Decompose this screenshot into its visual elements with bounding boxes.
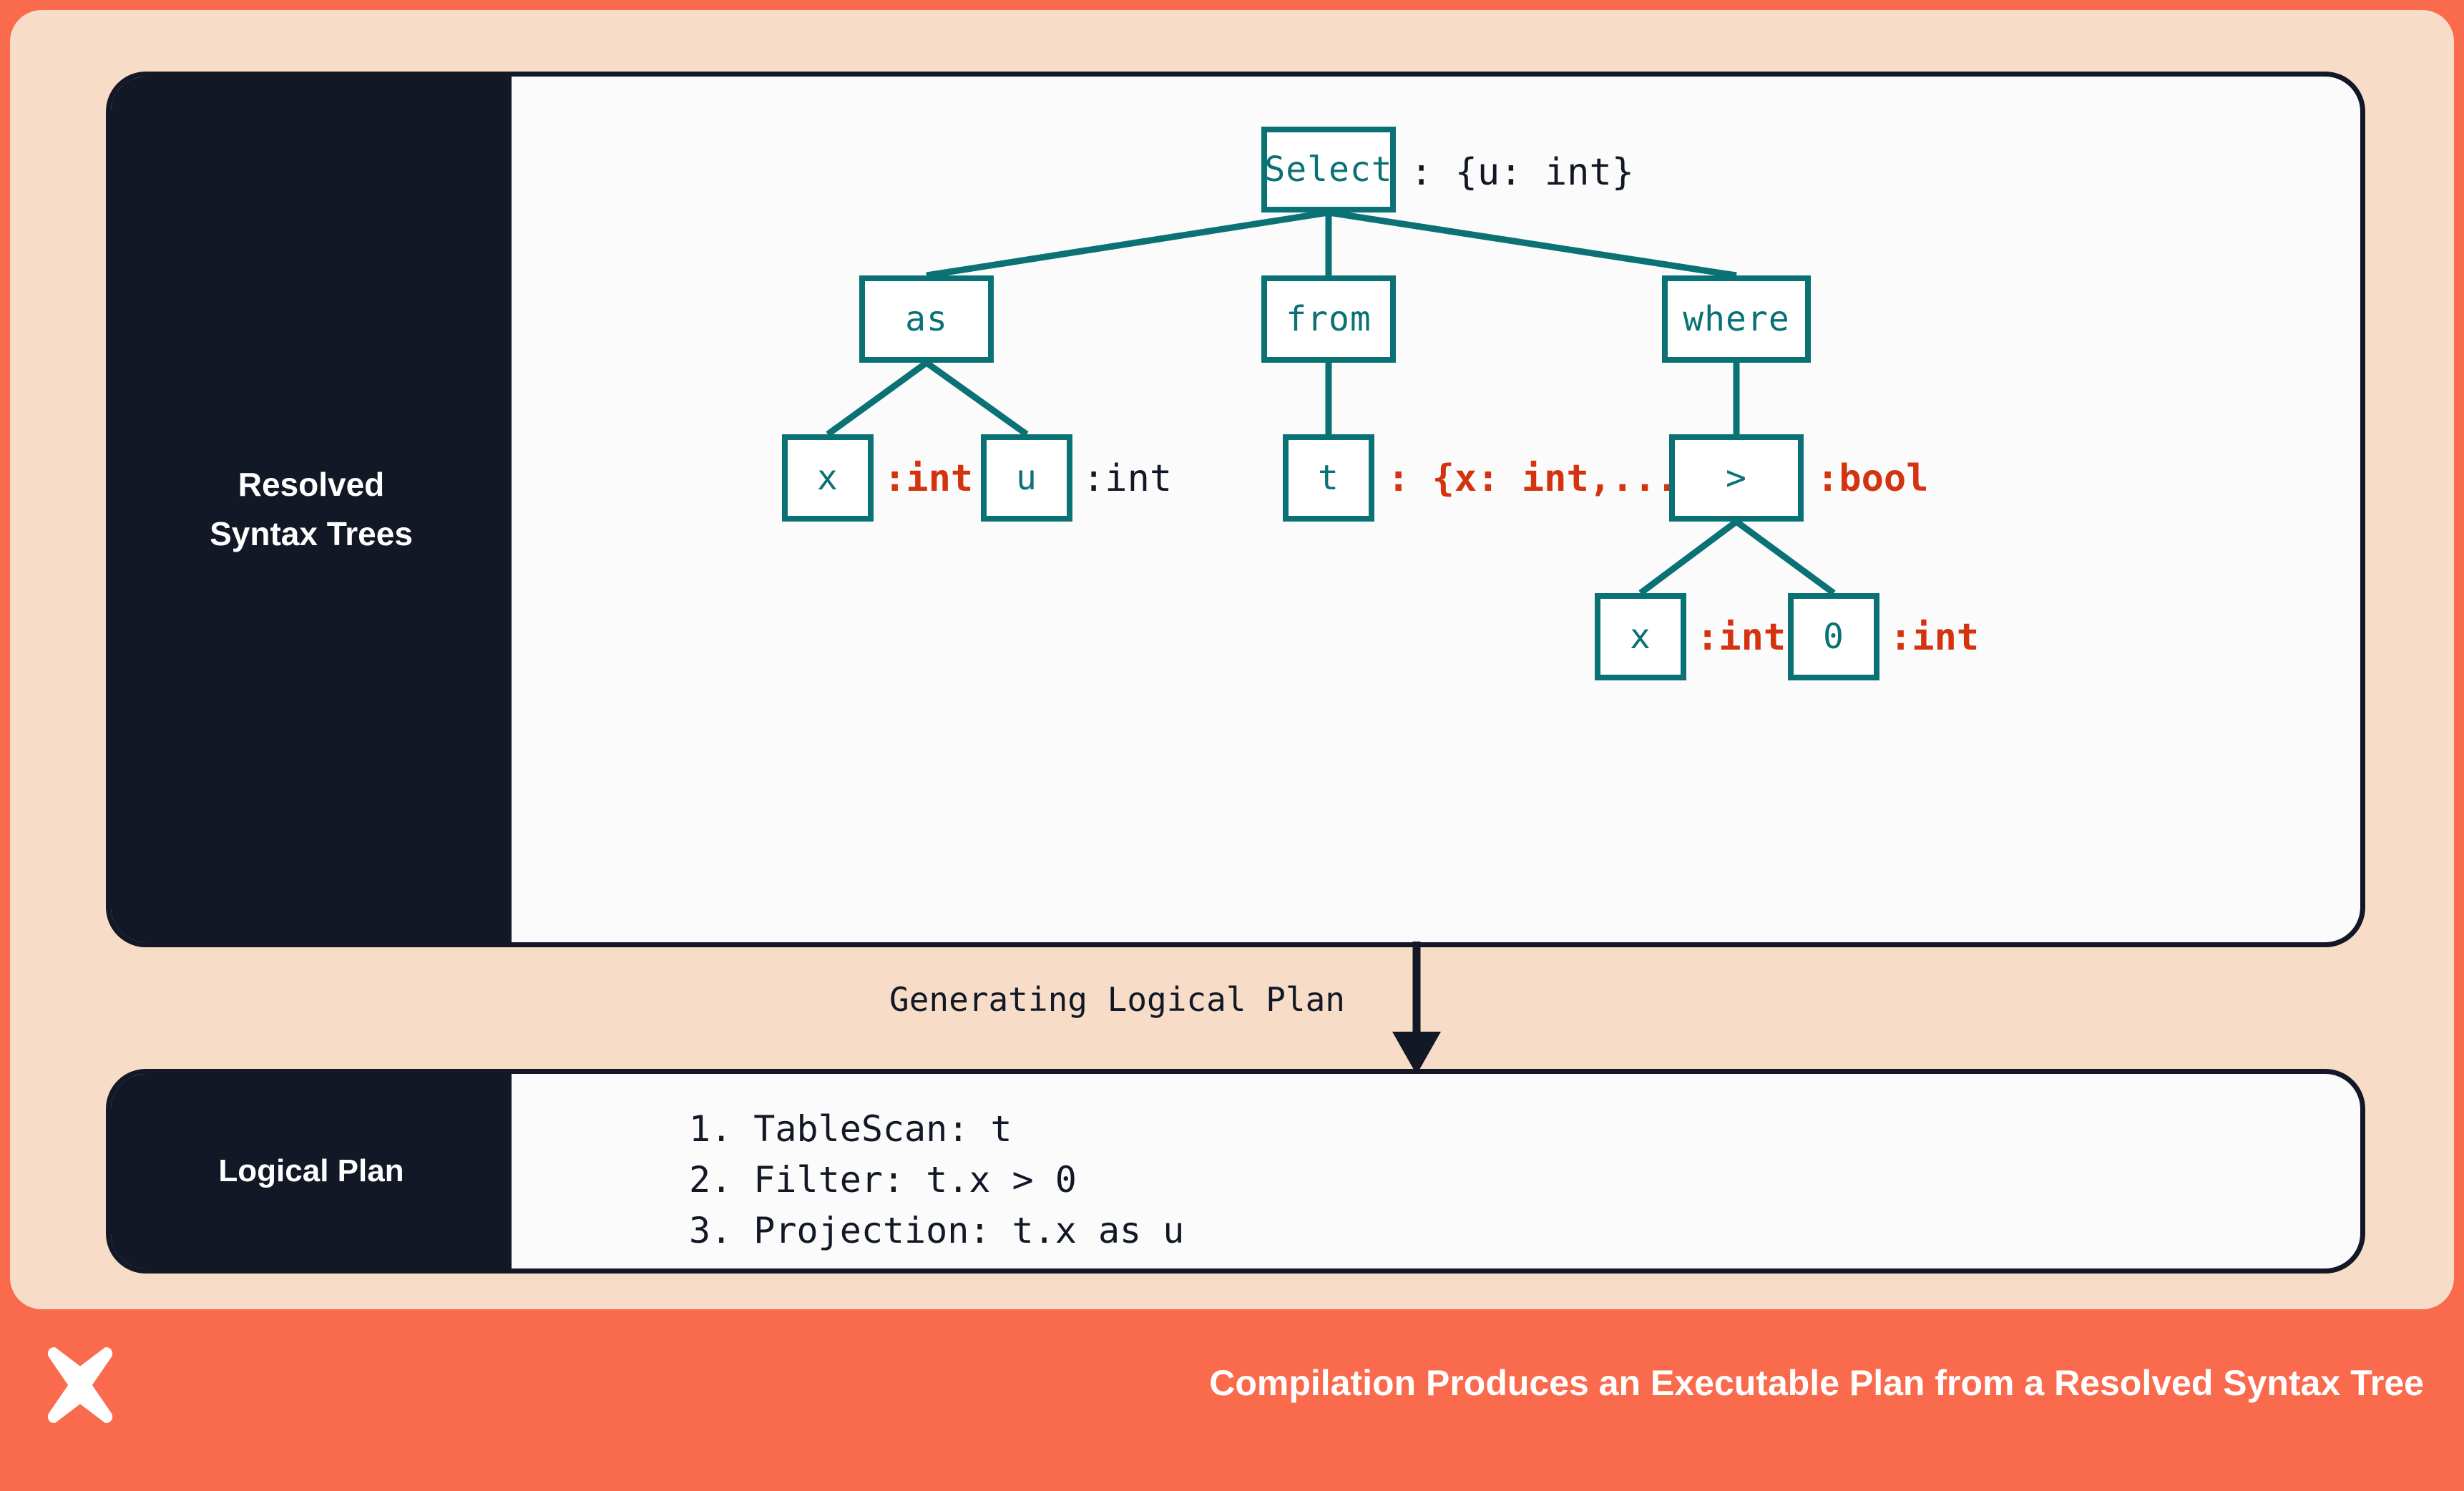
plan-step-3: 3. Projection: t.x as u	[689, 1210, 1185, 1251]
tree-node-from-t-text: t	[1318, 458, 1339, 498]
tree-node-select-text: Select	[1264, 150, 1393, 190]
tree-node-as-text: as	[905, 299, 948, 339]
tree-node-gt-zero-text: 0	[1823, 617, 1844, 657]
connector-label: Generating Logical Plan	[889, 980, 1345, 1019]
tree-annotation-gt-x: :int	[1696, 616, 1786, 659]
connector-arrow-icon	[1392, 942, 1441, 1075]
tree-node-from-text: from	[1286, 299, 1372, 339]
plan-step-1: 1. TableScan: t	[689, 1108, 1012, 1150]
syntax-tree-canvas: Select : {u: int} as from where x :int u…	[512, 77, 2360, 942]
logical-plan-label: Logical Plan	[111, 1074, 512, 1268]
tree-edges	[826, 209, 1836, 596]
tree-node-as[interactable]: as	[859, 275, 994, 363]
tree-node-gt-x[interactable]: x	[1595, 593, 1686, 680]
logical-plan-body: 1. TableScan: t 2. Filter: t.x > 0 3. Pr…	[512, 1074, 2360, 1268]
tree-node-gt-zero[interactable]: 0	[1788, 593, 1879, 680]
tree-annotation-gt-zero: :int	[1889, 616, 1980, 659]
tree-annotation-as-u: :int	[1082, 457, 1173, 500]
tree-annotation-as-x: :int	[884, 457, 974, 500]
tree-node-from-t[interactable]: t	[1283, 434, 1374, 522]
logical-plan-card: Logical Plan 1. TableScan: t 2. Filter: …	[106, 1069, 2365, 1274]
tree-annotation-greater-than: :bool	[1817, 457, 1929, 500]
logical-plan-steps: 1. TableScan: t 2. Filter: t.x > 0 3. Pr…	[689, 1104, 1184, 1256]
tree-annotation-from-t: : {x: int,...}	[1387, 457, 1701, 500]
tree-node-as-u-text: u	[1016, 458, 1037, 498]
tree-node-where-text: where	[1683, 299, 1790, 339]
tree-node-as-u[interactable]: u	[981, 434, 1072, 522]
tree-node-greater-than-text: >	[1726, 458, 1747, 498]
tree-annotation-select: : {u: int}	[1410, 151, 1635, 194]
resolved-syntax-trees-label: Resolved Syntax Trees	[111, 77, 512, 942]
x-star-logo-icon	[47, 1347, 113, 1423]
rst-label-line1: Resolved	[238, 466, 385, 503]
tree-node-gt-x-text: x	[1630, 617, 1651, 657]
tree-node-as-x[interactable]: x	[782, 434, 874, 522]
tree-node-greater-than[interactable]: >	[1669, 434, 1804, 522]
tree-node-select[interactable]: Select	[1261, 127, 1396, 212]
tree-node-from[interactable]: from	[1261, 275, 1396, 363]
tree-node-where[interactable]: where	[1662, 275, 1811, 363]
tree-node-as-x-text: x	[817, 458, 839, 498]
rst-label-line2: Syntax Trees	[210, 515, 413, 552]
logical-plan-label-text: Logical Plan	[218, 1153, 404, 1188]
plan-step-2: 2. Filter: t.x > 0	[689, 1159, 1077, 1201]
footer-caption: Compilation Produces an Executable Plan …	[1209, 1363, 2424, 1403]
resolved-syntax-trees-card: Resolved Syntax Trees	[106, 72, 2365, 947]
footer-banner: Compilation Produces an Executable Plan …	[0, 1309, 2464, 1491]
